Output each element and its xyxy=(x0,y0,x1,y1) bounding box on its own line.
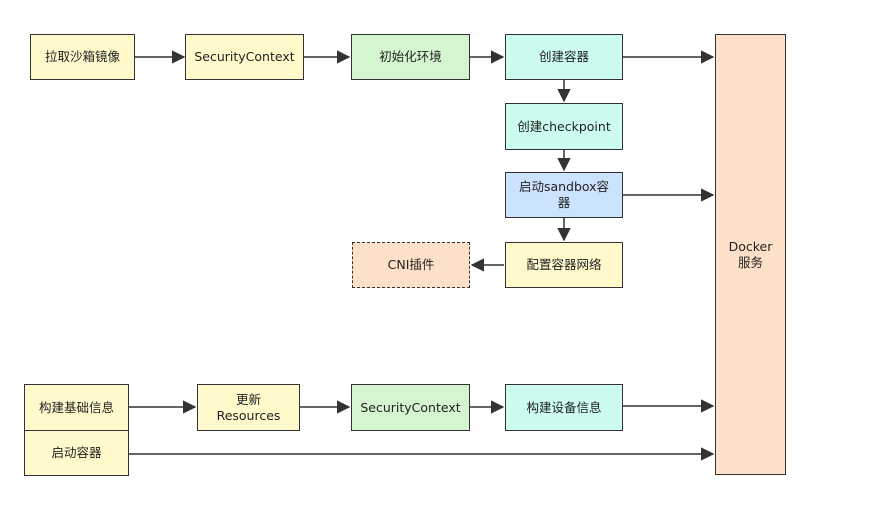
node-build-device-info: 构建设备信息 xyxy=(505,384,623,431)
node-init-environment: 初始化环境 xyxy=(351,34,470,80)
node-start-sandbox-container-label: 启动sandbox容 器 xyxy=(518,179,610,210)
node-start-sandbox-container: 启动sandbox容 器 xyxy=(505,172,623,218)
node-pull-sandbox-image: 拉取沙箱镜像 xyxy=(30,34,135,80)
node-docker-service-label: Docker 服务 xyxy=(728,238,773,270)
node-build-device-info-label: 构建设备信息 xyxy=(526,399,602,415)
node-update-resources: 更新 Resources xyxy=(197,384,300,431)
node-start-container-label: 启动容器 xyxy=(51,445,102,461)
node-pull-sandbox-image-label: 拉取沙箱镜像 xyxy=(44,49,120,65)
node-create-container: 创建容器 xyxy=(505,34,623,80)
node-security-context-bottom: SecurityContext xyxy=(351,384,470,431)
node-security-context-bottom-label: SecurityContext xyxy=(360,399,461,415)
node-create-checkpoint-label: 创建checkpoint xyxy=(517,118,611,134)
node-build-basic-info-label: 构建基础信息 xyxy=(38,399,114,415)
node-init-environment-label: 初始化环境 xyxy=(379,49,442,65)
node-cni-plugin-label: CNI插件 xyxy=(387,257,435,273)
node-create-container-label: 创建容器 xyxy=(538,49,589,65)
node-update-resources-label: 更新 Resources xyxy=(216,391,281,423)
node-build-basic-info: 构建基础信息 xyxy=(24,384,129,431)
node-config-container-network: 配置容器网络 xyxy=(505,242,623,288)
node-start-container: 启动容器 xyxy=(24,430,129,476)
node-create-checkpoint: 创建checkpoint xyxy=(505,103,623,150)
node-config-container-network-label: 配置容器网络 xyxy=(526,257,602,273)
node-cni-plugin: CNI插件 xyxy=(352,242,470,288)
node-docker-service: Docker 服务 xyxy=(715,34,786,475)
node-security-context-top: SecurityContext xyxy=(185,34,304,80)
node-security-context-top-label: SecurityContext xyxy=(194,49,295,65)
